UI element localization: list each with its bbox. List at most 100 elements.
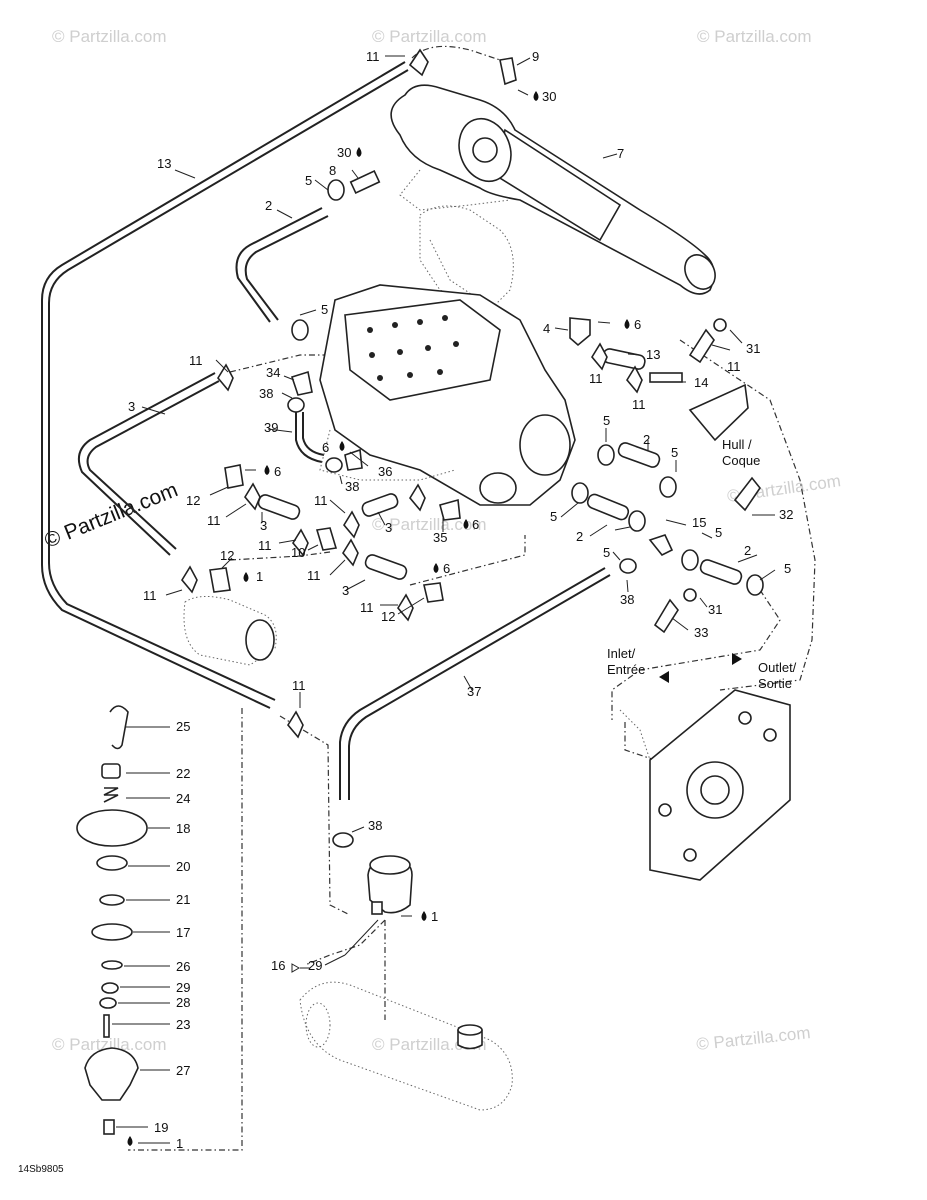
hull-label-line1: Hull / bbox=[722, 437, 752, 452]
callout-5: 5 bbox=[305, 173, 312, 188]
routing-line bbox=[624, 722, 656, 761]
drop-icon bbox=[624, 319, 630, 329]
sealant-drop-icons bbox=[127, 91, 630, 1146]
callout-32: 32 bbox=[779, 507, 793, 522]
callout-3: 3 bbox=[260, 518, 267, 533]
callout-31: 31 bbox=[746, 341, 760, 356]
hose-clamps bbox=[181, 48, 764, 848]
clamp-5 bbox=[628, 510, 646, 532]
fitting-14 bbox=[649, 372, 683, 383]
fitting-10 bbox=[315, 527, 338, 551]
callout-11: 11 bbox=[727, 359, 741, 374]
callout-29: 29 bbox=[308, 958, 322, 973]
hull-bracket bbox=[688, 383, 749, 442]
callout-37: 37 bbox=[467, 684, 481, 699]
clamp-38 bbox=[287, 397, 305, 413]
clamp-11 bbox=[409, 483, 426, 512]
hose-2-upper-edge bbox=[244, 215, 329, 321]
callout-34: 34 bbox=[266, 365, 280, 380]
clamp-32 bbox=[733, 476, 761, 512]
clamp-11 bbox=[591, 342, 608, 371]
callout-2: 2 bbox=[643, 432, 650, 447]
pump-hidden-edge bbox=[619, 709, 651, 761]
fitting-36 bbox=[344, 448, 363, 471]
callout-11: 11 bbox=[307, 568, 321, 583]
outlet-label-line1: Outlet/ bbox=[758, 660, 797, 675]
fitting-34 bbox=[290, 370, 313, 396]
hose-3-left-edge bbox=[86, 380, 220, 550]
callout-5: 5 bbox=[321, 302, 328, 317]
part-27-housing bbox=[84, 1047, 139, 1101]
callout-1: 1 bbox=[256, 569, 263, 584]
inlet-label-line1: Inlet/ bbox=[607, 646, 636, 661]
part-28-washer bbox=[99, 997, 117, 1009]
callout-11: 11 bbox=[314, 493, 328, 508]
valve-assembly bbox=[367, 855, 413, 915]
clamp-33 bbox=[653, 598, 679, 634]
clamp-5 bbox=[291, 319, 309, 341]
watermark-text: © Partzilla.com bbox=[52, 27, 167, 46]
part-20-retainer bbox=[96, 855, 128, 871]
callout-6: 6 bbox=[274, 464, 281, 479]
screw-31 bbox=[713, 318, 727, 332]
callout-8: 8 bbox=[329, 163, 336, 178]
hose-2-upper bbox=[235, 207, 323, 323]
callout-6: 6 bbox=[322, 440, 329, 455]
clamp-38 bbox=[619, 558, 637, 574]
pump-bolt-hole bbox=[658, 803, 672, 817]
callout-3: 3 bbox=[128, 399, 135, 414]
callout-30: 30 bbox=[542, 89, 556, 104]
part-19-fitting bbox=[103, 1119, 115, 1135]
head-bolt bbox=[377, 375, 383, 381]
drop-icon bbox=[463, 519, 469, 529]
muffler-outlet bbox=[684, 254, 716, 290]
part-23-pin bbox=[103, 1014, 110, 1038]
drop-icon bbox=[339, 441, 345, 451]
callout-11: 11 bbox=[207, 513, 221, 528]
hose-segments bbox=[257, 348, 743, 585]
jet-pump-housing bbox=[619, 689, 791, 881]
hose-37-edge bbox=[348, 574, 611, 800]
fitting-12 bbox=[423, 582, 444, 603]
callout-35: 35 bbox=[433, 530, 447, 545]
callout-33: 33 bbox=[694, 625, 708, 640]
callout-38: 38 bbox=[368, 818, 382, 833]
hose-3-left bbox=[77, 372, 216, 556]
callout-28: 28 bbox=[176, 995, 190, 1010]
fittings bbox=[209, 57, 749, 603]
callout-38: 38 bbox=[345, 479, 359, 494]
callout-11: 11 bbox=[366, 49, 380, 64]
head-bolt bbox=[367, 327, 373, 333]
head-bolt bbox=[417, 319, 423, 325]
muffler-hidden-edge bbox=[399, 169, 511, 211]
callout-5: 5 bbox=[671, 445, 678, 460]
clamp-38 bbox=[325, 457, 343, 473]
callout-11: 11 bbox=[292, 678, 306, 693]
callout-5: 5 bbox=[603, 413, 610, 428]
part-22-cap bbox=[101, 763, 121, 779]
drop-icon bbox=[356, 147, 362, 157]
callout-13: 13 bbox=[646, 347, 660, 362]
fitting-15 bbox=[648, 534, 674, 557]
head-bolt bbox=[369, 352, 375, 358]
drop-icon bbox=[243, 572, 249, 582]
callout-11: 11 bbox=[143, 588, 157, 603]
clamp-11 bbox=[244, 482, 261, 511]
clamp-5 bbox=[681, 549, 699, 571]
pump-hub bbox=[700, 775, 730, 805]
callout-12: 12 bbox=[186, 493, 200, 508]
water-box bbox=[183, 596, 277, 666]
hose-3-short bbox=[361, 493, 399, 517]
callout-31: 31 bbox=[708, 602, 722, 617]
hose-2-short bbox=[586, 493, 630, 521]
clamp-11 bbox=[626, 365, 643, 394]
callout-29: 29 bbox=[176, 980, 190, 995]
hose-3-short bbox=[364, 554, 408, 580]
screw-31 bbox=[683, 588, 697, 602]
clamp-5 bbox=[327, 179, 345, 201]
callout-5: 5 bbox=[603, 545, 610, 560]
head-bolt bbox=[407, 372, 413, 378]
clamp-11 bbox=[217, 363, 234, 392]
part-25-spring-clip bbox=[109, 705, 129, 750]
callout-3: 3 bbox=[385, 520, 392, 535]
